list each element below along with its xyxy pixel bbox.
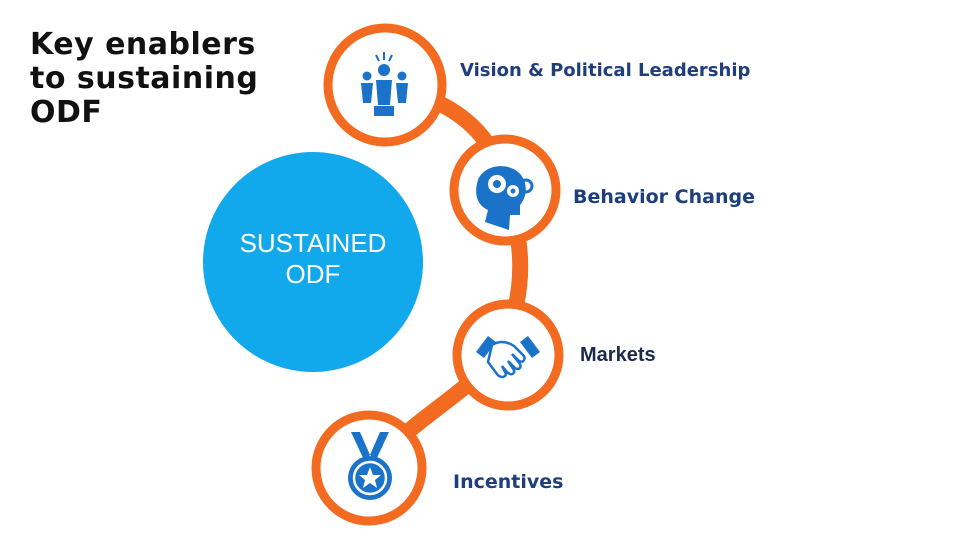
center-label: SUSTAINED ODF <box>204 228 422 290</box>
node-vision <box>323 23 447 147</box>
enabler-label-behavior: Behavior Change <box>573 186 755 208</box>
node-behavior <box>449 134 561 246</box>
title-line-3: ODF <box>30 95 103 130</box>
node-markets <box>452 299 564 411</box>
title-line-1: Key enablers <box>30 27 256 62</box>
leadership-icon <box>361 52 408 116</box>
connector-arc <box>367 77 529 473</box>
handshake-icon <box>476 336 540 379</box>
enabler-label-incentives: Incentives <box>453 471 564 493</box>
head-gears-icon <box>476 166 534 230</box>
node-incentives <box>311 410 427 526</box>
slide-title: Key enablers to sustaining ODF <box>30 28 290 130</box>
enabler-label-vision: Vision & Political Leadership <box>460 60 751 81</box>
center-label-line-1: SUSTAINED <box>239 228 387 258</box>
title-line-2: to sustaining <box>30 61 259 96</box>
center-label-line-2: ODF <box>285 259 341 289</box>
enabler-label-markets: Markets <box>580 344 656 366</box>
sustained-odf-circle <box>203 152 423 372</box>
medal-icon <box>348 432 392 500</box>
